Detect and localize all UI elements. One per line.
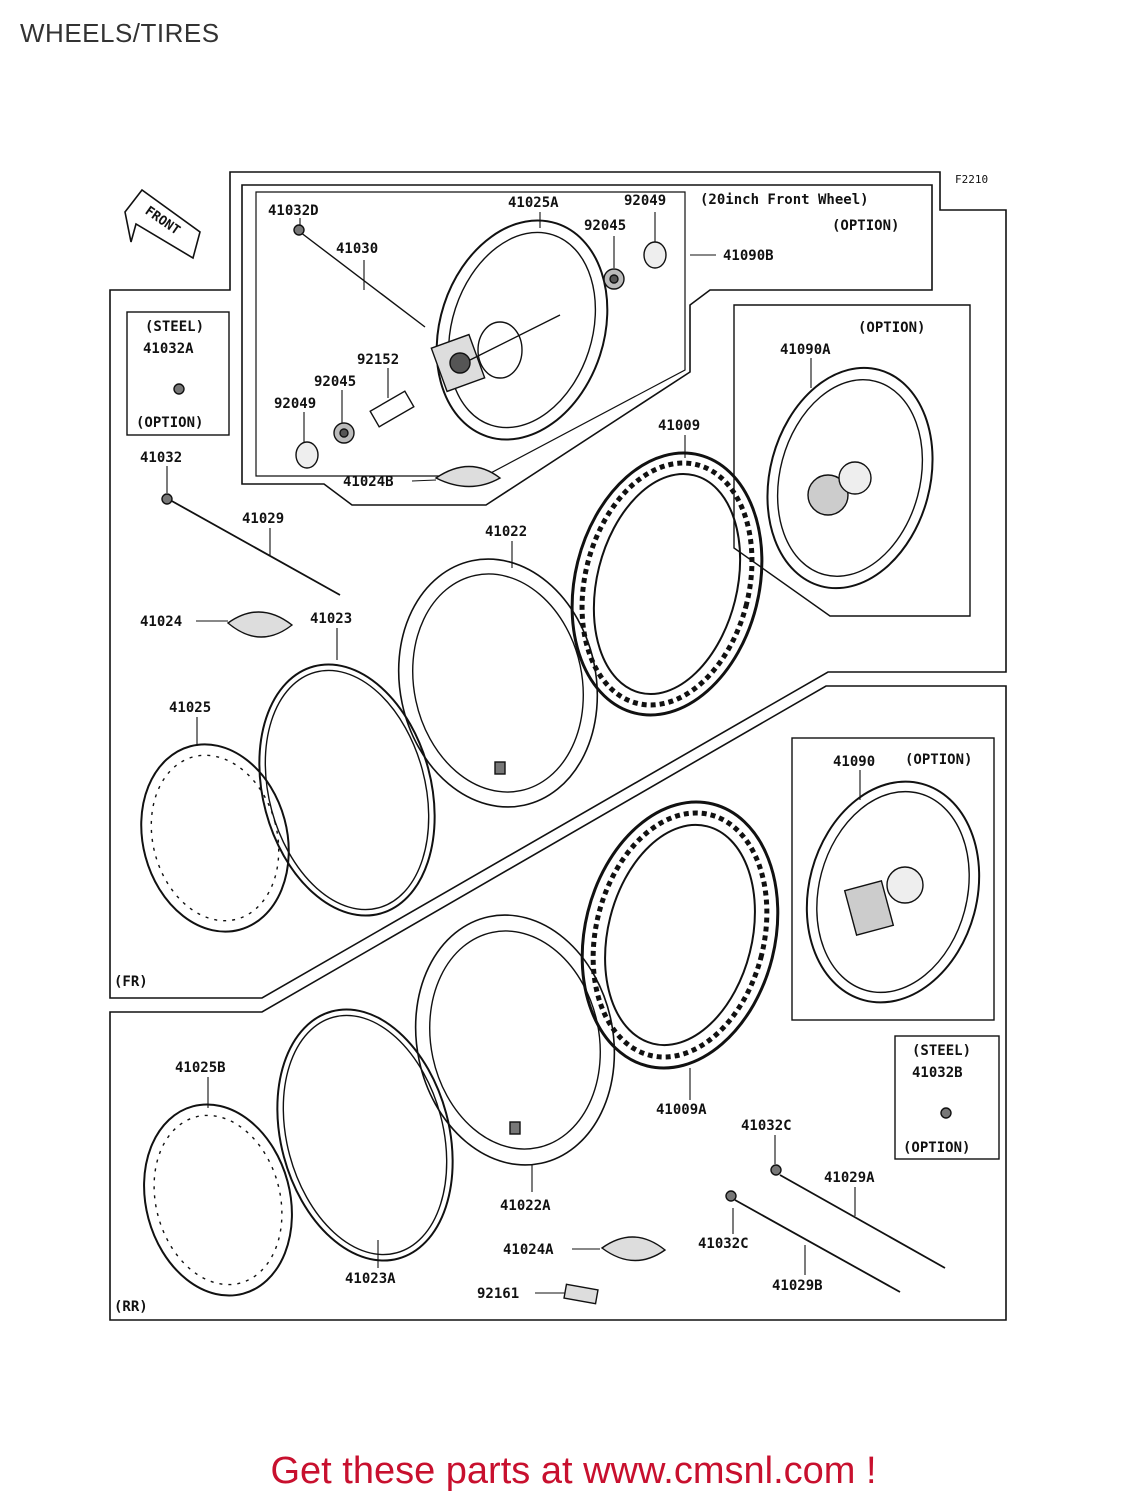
label-41025A: 41025A bbox=[508, 195, 559, 211]
note-steel-41032B: (STEEL) bbox=[912, 1043, 971, 1059]
note-fr: (FR) bbox=[114, 974, 148, 990]
label-41022A: 41022A bbox=[500, 1198, 551, 1214]
label-41024A: 41024A bbox=[503, 1242, 554, 1258]
label-41032D: 41032D bbox=[268, 203, 319, 219]
tire-41009-drawing bbox=[570, 451, 764, 717]
label-41023A: 41023A bbox=[345, 1271, 396, 1287]
note-option-41090A: (OPTION) bbox=[858, 320, 925, 336]
notes: F2210 (20inch Front Wheel) (OPTION) (OPT… bbox=[114, 173, 988, 1315]
note-rr: (RR) bbox=[114, 1299, 148, 1315]
hub-drawing bbox=[477, 321, 523, 379]
spoke-41029B-drawing bbox=[734, 1199, 901, 1293]
label-41032C-b: 41032C bbox=[698, 1236, 749, 1252]
promo-link[interactable]: Get these parts at www.cmsnl.com ! bbox=[270, 1450, 877, 1492]
label-41090B: 41090B bbox=[723, 248, 774, 264]
label-41029B: 41029B bbox=[772, 1278, 823, 1294]
label-41023: 41023 bbox=[310, 611, 352, 627]
label-92045a: 92045 bbox=[584, 218, 626, 234]
label-92152: 92152 bbox=[357, 352, 399, 368]
steel-box-41032A bbox=[126, 311, 230, 436]
rim-41025A-drawing bbox=[435, 219, 609, 441]
spoke-41029A-drawing bbox=[779, 1174, 946, 1269]
label-41024B: 41024B bbox=[343, 474, 394, 490]
note-option-20inch: (OPTION) bbox=[832, 218, 899, 234]
note-option-41032A: (OPTION) bbox=[136, 415, 203, 431]
wheel-41090-drawing bbox=[805, 780, 981, 1004]
label-41009A: 41009A bbox=[656, 1102, 707, 1118]
label-41025B: 41025B bbox=[175, 1060, 226, 1076]
label-92049b: 92049 bbox=[274, 396, 316, 412]
label-41090A: 41090A bbox=[780, 342, 831, 358]
label-41022: 41022 bbox=[485, 524, 527, 540]
steel-box-41032B bbox=[894, 1035, 1000, 1160]
option-box-20inch bbox=[241, 184, 933, 506]
label-92161: 92161 bbox=[477, 1286, 519, 1302]
part-labels: 41032D 41025A 92049 92045 41090B 41030 4… bbox=[140, 193, 963, 1302]
note-steel-41032A: (STEEL) bbox=[145, 319, 204, 335]
label-41009: 41009 bbox=[658, 418, 700, 434]
label-92049a: 92049 bbox=[624, 193, 666, 209]
figure-code: F2210 bbox=[955, 173, 988, 186]
label-41032: 41032 bbox=[140, 450, 182, 466]
tire-41009A-drawing bbox=[580, 800, 780, 1070]
spoke-41029-drawing bbox=[169, 499, 341, 596]
rim-band-41024-drawing bbox=[226, 611, 294, 638]
label-41032B: 41032B bbox=[912, 1065, 963, 1081]
label-41025: 41025 bbox=[169, 700, 211, 716]
seal-92049-drawing bbox=[643, 241, 667, 269]
rear-section-outline bbox=[109, 685, 1007, 1321]
label-41029A: 41029A bbox=[824, 1170, 875, 1186]
spoke-41030-drawing bbox=[299, 231, 426, 328]
front-section-outline bbox=[109, 171, 1007, 999]
rim-band-41024B-drawing bbox=[434, 465, 502, 488]
note-20inch: (20inch Front Wheel) bbox=[700, 192, 869, 208]
rim-41025B-drawing bbox=[143, 1103, 293, 1297]
tube-41022A-drawing bbox=[414, 914, 616, 1166]
weight-92161-drawing bbox=[563, 1283, 599, 1305]
label-41032C-a: 41032C bbox=[741, 1118, 792, 1134]
option-box-41090A bbox=[733, 304, 971, 617]
page-title: WHEELS/TIRES bbox=[20, 18, 220, 48]
label-41030: 41030 bbox=[336, 241, 378, 257]
note-option-41090: (OPTION) bbox=[905, 752, 972, 768]
parts-diagram: FRONT bbox=[109, 171, 1007, 1321]
option-box-41090 bbox=[791, 737, 995, 1021]
wheel-41090A-drawing bbox=[766, 366, 934, 590]
label-92045b: 92045 bbox=[314, 374, 356, 390]
label-41029: 41029 bbox=[242, 511, 284, 527]
rim-strip-41023A-drawing bbox=[276, 1008, 454, 1262]
note-option-41032B: (OPTION) bbox=[903, 1140, 970, 1156]
label-41024: 41024 bbox=[140, 614, 182, 630]
label-41090: 41090 bbox=[833, 754, 875, 770]
rim-41025-drawing bbox=[140, 743, 290, 933]
seal-92049b-drawing bbox=[295, 441, 319, 469]
front-arrow-icon: FRONT bbox=[124, 188, 201, 260]
label-41032A: 41032A bbox=[143, 341, 194, 357]
rim-band-41024A-drawing bbox=[600, 1236, 667, 1262]
rim-strip-41023-drawing bbox=[258, 663, 436, 917]
tube-41022-drawing bbox=[397, 558, 599, 808]
spacer-92152-drawing bbox=[369, 390, 415, 428]
